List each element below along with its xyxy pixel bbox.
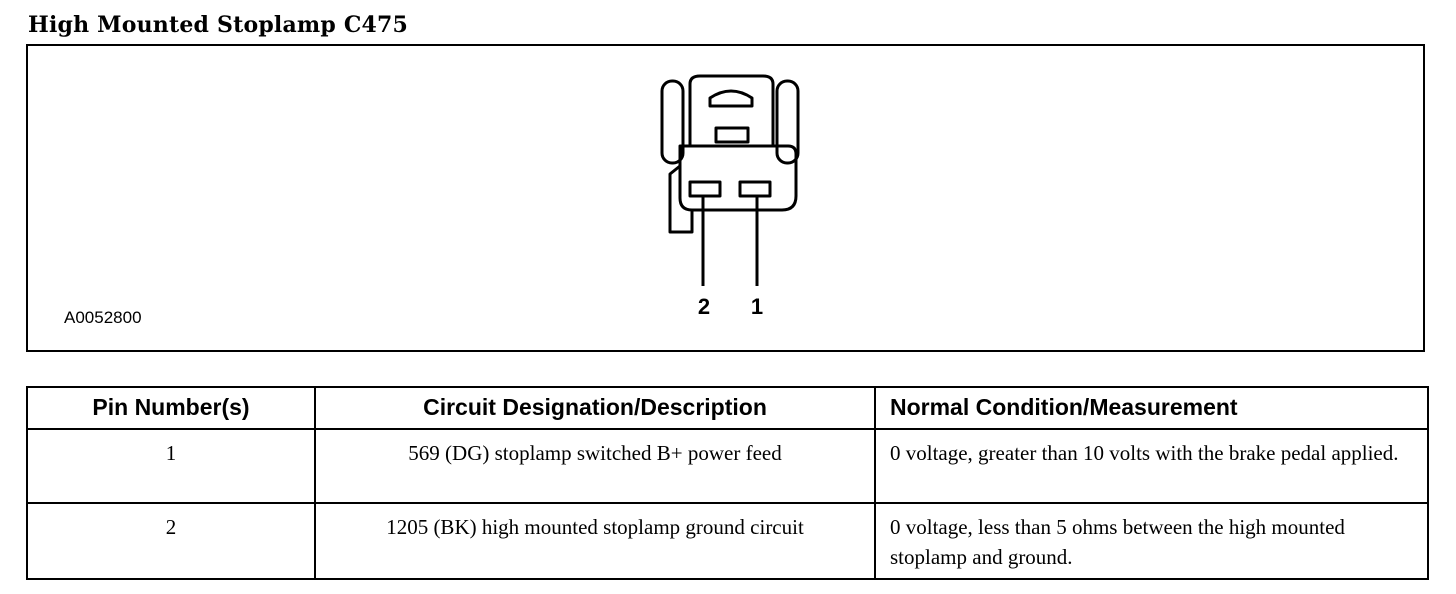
upper-housing [688, 74, 775, 148]
table-row: 1 569 (DG) stoplamp switched B+ power fe… [26, 428, 1429, 504]
page-title: High Mounted Stoplamp C475 [28, 12, 409, 38]
left-latch-arm [660, 79, 685, 165]
cavity-1 [738, 180, 772, 198]
figure-id: A0052800 [64, 308, 142, 327]
pin-cell: 2 [26, 502, 316, 580]
pin-cell: 1 [26, 428, 316, 504]
circuit-cell: 1205 (BK) high mounted stoplamp ground c… [314, 502, 876, 580]
cavity-2 [688, 180, 722, 198]
top-window [714, 126, 750, 144]
circuit-cell: 569 (DG) stoplamp switched B+ power feed [314, 428, 876, 504]
header-pin-number: Pin Number(s) [26, 386, 316, 430]
condition-cell: 0 voltage, greater than 10 volts with th… [874, 428, 1429, 504]
connector-figure: 2 1 A0052800 [26, 44, 1425, 352]
header-condition: Normal Condition/Measurement [874, 386, 1429, 430]
table-row: 2 1205 (BK) high mounted stoplamp ground… [26, 502, 1429, 580]
header-circuit: Circuit Designation/Description [314, 386, 876, 430]
top-dome-tab [708, 89, 754, 108]
main-housing [678, 144, 798, 212]
condition-cell: 0 voltage, less than 5 ohms between the … [874, 502, 1429, 580]
side-flange [668, 164, 694, 234]
pin-label-1: 1 [751, 294, 763, 319]
pin-table: Pin Number(s) Circuit Designation/Descri… [26, 386, 1429, 580]
pin-label-2: 2 [698, 294, 710, 319]
table-header-row: Pin Number(s) Circuit Designation/Descri… [26, 386, 1429, 430]
right-latch-arm [775, 79, 800, 165]
connector-diagram-icon: 2 1 [660, 74, 800, 319]
